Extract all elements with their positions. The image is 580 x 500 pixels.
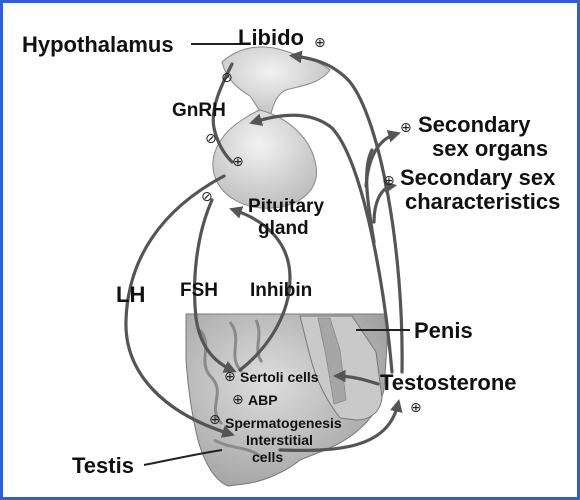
label-secondary-organs-2: sex organs — [432, 136, 548, 161]
stimulate-symbol-spermatogenesis: ⊕ — [209, 412, 221, 428]
stimulate-symbol-pituitary: ⊕ — [232, 154, 244, 170]
label-pituitary-2: gland — [258, 218, 309, 239]
inhibit-symbol-gnrh: ⊘ — [205, 131, 217, 147]
label-hypothalamus: Hypothalamus — [22, 32, 174, 57]
label-penis: Penis — [414, 318, 473, 343]
label-pituitary-1: Pituitary — [248, 196, 324, 217]
stimulate-symbol-testosterone: ⊕ — [410, 400, 422, 416]
label-libido: Libido — [238, 25, 304, 50]
label-interstitial-1: Interstitial — [246, 432, 313, 448]
label-gnrh: GnRH — [172, 100, 226, 121]
stimulate-symbol-secondary-organs: ⊕ — [400, 120, 412, 136]
hypothalamus-shape — [222, 47, 330, 118]
label-testis: Testis — [72, 453, 134, 478]
label-fsh: FSH — [180, 280, 218, 301]
inhibit-symbol-hypothalamus: ⊘ — [221, 70, 233, 86]
label-secondary-characteristics-2: characteristics — [405, 189, 560, 214]
inhibit-symbol-pituitary: ⊘ — [201, 189, 213, 205]
label-testosterone: Testosterone — [380, 370, 517, 395]
label-sertoli-cells: Sertoli cells — [240, 369, 319, 385]
stimulate-symbol-secondary-characteristics: ⊕ — [383, 173, 395, 189]
label-abp: ABP — [248, 392, 278, 408]
label-lh: LH — [116, 282, 145, 307]
stimulate-symbol-abp: ⊕ — [232, 392, 244, 408]
label-inhibin: Inhibin — [250, 280, 312, 301]
label-secondary-organs-1: Secondary — [418, 112, 531, 137]
stimulate-symbol-libido: ⊕ — [314, 35, 326, 51]
stimulate-symbol-sertoli: ⊕ — [224, 369, 236, 385]
label-spermatogenesis: Spermatogenesis — [225, 415, 342, 431]
label-interstitial-2: cells — [252, 449, 283, 465]
label-secondary-characteristics-1: Secondary sex — [400, 165, 556, 190]
